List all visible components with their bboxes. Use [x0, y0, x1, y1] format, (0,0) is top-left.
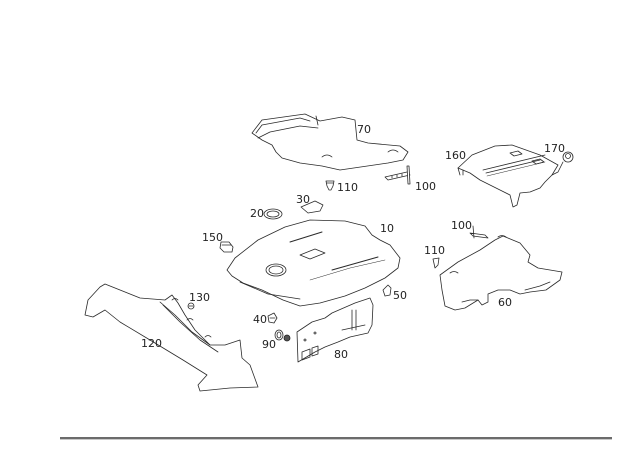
- callout-80[interactable]: 80: [334, 348, 348, 361]
- callout-120[interactable]: 120: [141, 337, 162, 350]
- callout-150[interactable]: 150: [202, 231, 223, 244]
- callout-30[interactable]: 30: [296, 193, 310, 206]
- part-120-side-trim[interactable]: [84, 283, 259, 392]
- part-20-emblem[interactable]: [263, 208, 283, 220]
- callout-100-upper[interactable]: 100: [415, 180, 436, 193]
- part-30-pad[interactable]: [300, 200, 324, 214]
- part-90-washer-bolt[interactable]: [274, 329, 291, 342]
- part-110-clip-upper[interactable]: [325, 180, 335, 191]
- callout-70[interactable]: 70: [357, 123, 371, 136]
- callout-110-upper[interactable]: 110: [337, 181, 358, 194]
- part-70-upper-panel[interactable]: [251, 113, 409, 171]
- footer-divider: [60, 437, 612, 440]
- callout-100-right[interactable]: 100: [451, 219, 472, 232]
- part-130-screw[interactable]: [187, 302, 195, 310]
- callout-10[interactable]: 10: [380, 222, 394, 235]
- part-100-bracket-right[interactable]: [469, 225, 489, 239]
- callout-130[interactable]: 130: [189, 291, 210, 304]
- callout-50[interactable]: 50: [393, 289, 407, 302]
- part-170-nut[interactable]: [551, 151, 574, 176]
- callout-60[interactable]: 60: [498, 296, 512, 309]
- callout-110-right[interactable]: 110: [424, 244, 445, 257]
- part-150-clip[interactable]: [219, 241, 234, 253]
- callout-40[interactable]: 40: [253, 313, 267, 326]
- part-80-lower-bracket[interactable]: [296, 297, 374, 363]
- part-40-clip[interactable]: [267, 312, 278, 324]
- callout-20[interactable]: 20: [250, 207, 264, 220]
- part-10-main-cover[interactable]: [226, 219, 401, 307]
- part-50-clip[interactable]: [382, 284, 392, 297]
- callout-170[interactable]: 170: [544, 142, 565, 155]
- part-100-bracket-upper[interactable]: [384, 165, 411, 185]
- part-110-clip-right[interactable]: [432, 257, 440, 269]
- callout-160[interactable]: 160: [445, 149, 466, 162]
- part-60-lower-panel[interactable]: [439, 235, 563, 311]
- part-160-right-cover[interactable]: [457, 144, 559, 208]
- callout-90[interactable]: 90: [262, 338, 276, 351]
